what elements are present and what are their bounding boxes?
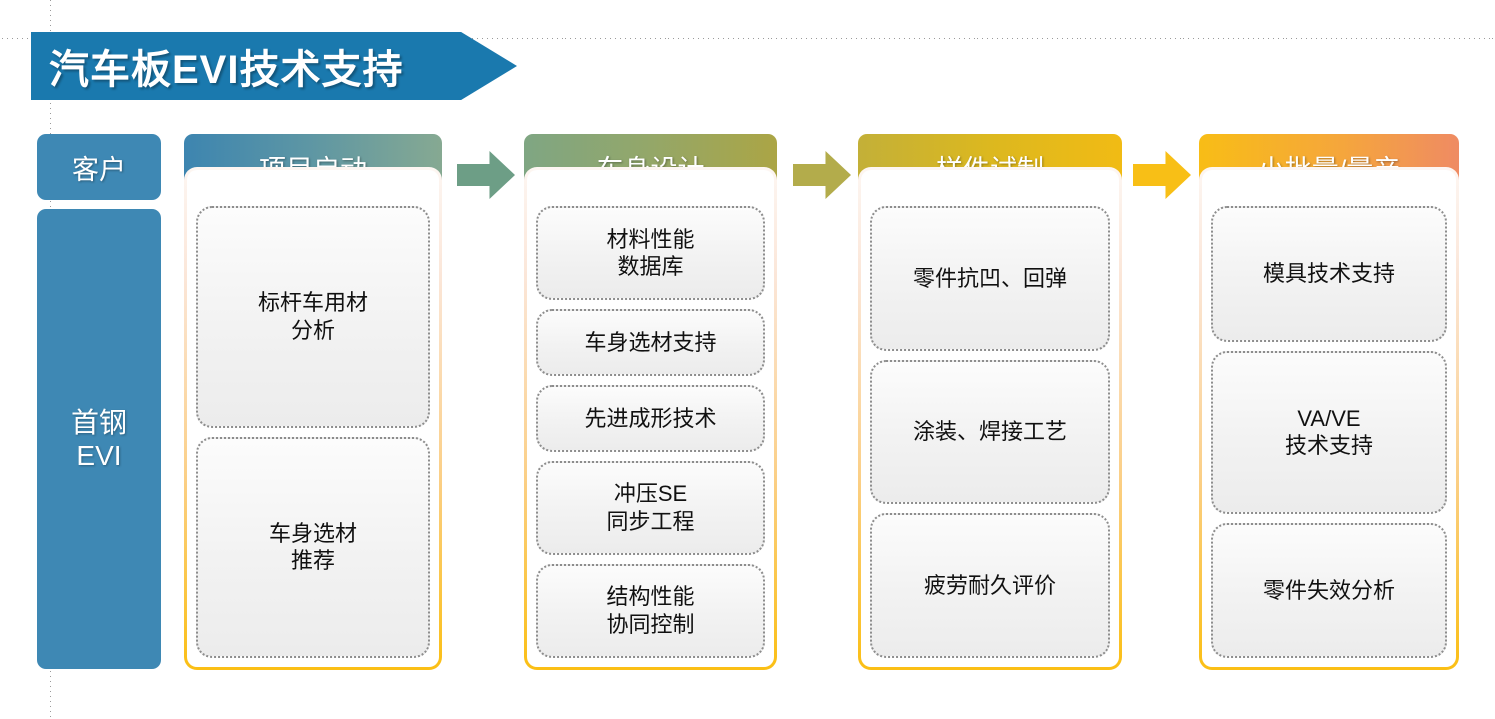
column-stage-2: 车身设计 材料性能 数据库 车身选材支持 先进成形技术 冲压SE 同步工程 结构…: [524, 131, 777, 676]
card-label: VA/VE 技术支持: [1284, 405, 1373, 459]
column-stage-2-header-label: 车身设计: [597, 148, 705, 187]
column-stage-2-header: 车身设计: [524, 134, 777, 200]
column-stage-1-body: 标杆车用材 分析 车身选材 推荐: [184, 167, 442, 670]
card-label: 零件失效分析: [1262, 577, 1395, 603]
column-customer-body: 首钢 EVI: [37, 209, 161, 669]
page-title: 汽车板EVI技术支持: [49, 48, 404, 92]
column-stage-3-header: 样件试制: [858, 134, 1122, 200]
process-flow: 客户 首钢 EVI 项目启动 标杆车用材 分析 车身选材 推荐: [0, 131, 1495, 676]
column-stage-2-body: 材料性能 数据库 车身选材支持 先进成形技术 冲压SE 同步工程 结构性能 协同…: [524, 167, 777, 670]
card[interactable]: 先进成形技术: [536, 384, 765, 452]
card-label: 先进成形技术: [584, 405, 717, 431]
card-label: 零件抗凹、回弹: [912, 265, 1067, 291]
column-customer-header: 客户: [37, 134, 161, 200]
arrow-stage1-to-stage2-icon: [457, 151, 515, 199]
column-stage-3: 样件试制 零件抗凹、回弹 涂装、焊接工艺 疲劳耐久评价: [858, 131, 1122, 676]
card[interactable]: 冲压SE 同步工程: [536, 460, 765, 555]
column-stage-4: 小批量/量产 模具技术支持 VA/VE 技术支持 零件失效分析: [1199, 131, 1459, 676]
column-stage-3-body: 零件抗凹、回弹 涂装、焊接工艺 疲劳耐久评价: [858, 167, 1122, 670]
card-label: 模具技术支持: [1262, 261, 1395, 286]
column-stage-1-header-label: 项目启动: [259, 148, 367, 187]
card-label: 车身选材 推荐: [268, 520, 357, 574]
column-stage-3-header-label: 样件试制: [936, 148, 1044, 187]
card-label: 车身选材支持: [584, 329, 717, 355]
column-stage-1: 项目启动 标杆车用材 分析 车身选材 推荐: [184, 131, 442, 676]
column-customer: 客户 首钢 EVI: [37, 131, 161, 676]
card-label: 疲劳耐久评价: [923, 572, 1056, 598]
customer-body-label: 首钢 EVI: [70, 406, 127, 471]
card[interactable]: 车身选材 推荐: [196, 436, 430, 658]
column-stage-4-header: 小批量/量产: [1199, 134, 1459, 200]
card-label: 冲压SE 同步工程: [606, 481, 695, 534]
card-label: 材料性能 数据库: [606, 226, 695, 280]
column-customer-header-label: 客户: [72, 154, 126, 185]
card-label: 结构性能 协同控制: [606, 584, 695, 637]
card[interactable]: 零件失效分析: [1211, 522, 1447, 658]
card[interactable]: 结构性能 协同控制: [536, 563, 765, 659]
card[interactable]: 标杆车用材 分析: [196, 206, 430, 428]
arrow-stage3-to-stage4-icon: [1133, 151, 1191, 199]
card[interactable]: 材料性能 数据库: [536, 206, 765, 301]
card[interactable]: 零件抗凹、回弹: [870, 206, 1110, 351]
card[interactable]: VA/VE 技术支持: [1211, 350, 1447, 514]
column-stage-4-header-label: 小批量/量产: [1258, 148, 1401, 187]
card[interactable]: 疲劳耐久评价: [870, 513, 1110, 659]
column-stage-1-header: 项目启动: [184, 134, 442, 200]
card[interactable]: 模具技术支持: [1211, 206, 1447, 342]
column-stage-4-body: 模具技术支持 VA/VE 技术支持 零件失效分析: [1199, 167, 1459, 670]
card-label: 涂装、焊接工艺: [912, 419, 1067, 445]
card[interactable]: 车身选材支持: [536, 309, 765, 376]
card[interactable]: 涂装、焊接工艺: [870, 359, 1110, 505]
page-title-banner: 汽车板EVI技术支持: [31, 32, 517, 100]
card-label: 标杆车用材 分析: [257, 290, 368, 343]
arrow-stage2-to-stage3-icon: [793, 151, 851, 199]
